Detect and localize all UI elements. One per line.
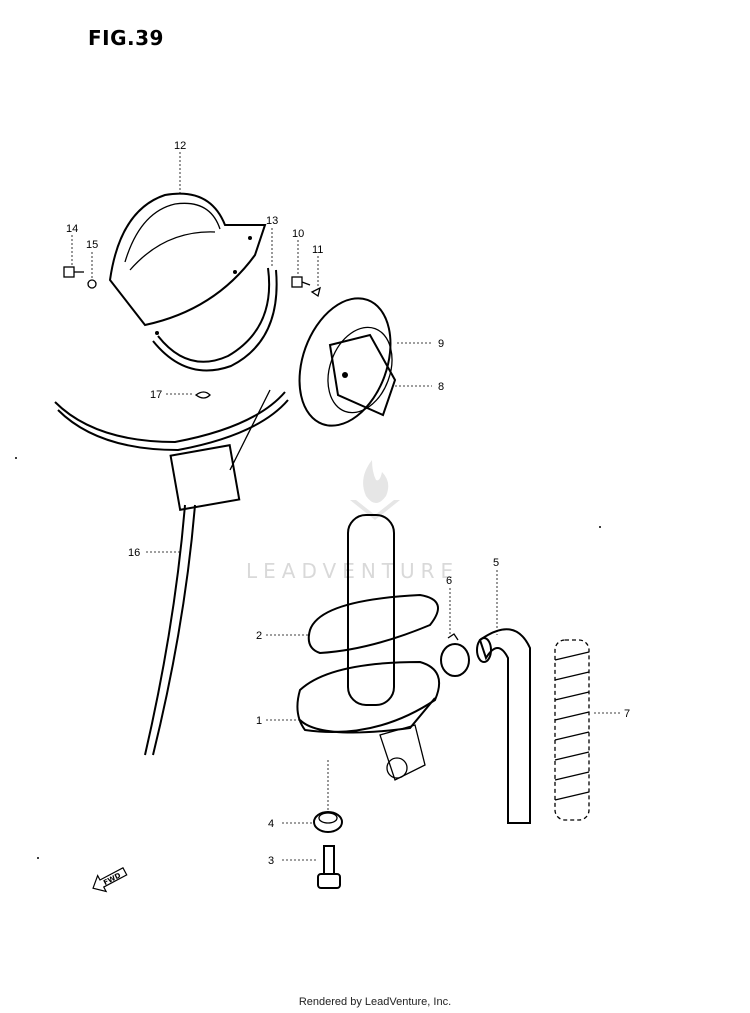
leader-lines: [71, 152, 620, 861]
callout-3: 3: [268, 855, 274, 867]
part-12-shield: [108, 192, 267, 335]
part-13-hose: [152, 267, 278, 372]
part-1-fuel-valve: [296, 514, 440, 781]
callout-14: 14: [66, 223, 78, 235]
callout-2: 2: [256, 630, 262, 642]
callout-9: 9: [438, 338, 444, 350]
callout-6: 6: [446, 575, 452, 587]
callout-8: 8: [438, 381, 444, 393]
part-6-clamp: [440, 633, 470, 677]
part-10-11-screw-washer: [291, 276, 321, 298]
callout-11: 11: [312, 244, 323, 256]
part-4-washer: [313, 811, 343, 833]
callout-16: 16: [128, 547, 140, 559]
part-7-spring: [554, 639, 590, 821]
part-8-9-gauge-plate: [298, 297, 397, 427]
watermark-text: LEADVENTURE: [246, 559, 459, 583]
forward-arrow-icon: FWD: [92, 866, 128, 893]
part-17-clip: [194, 391, 211, 399]
callout-7: 7: [624, 708, 630, 720]
callout-17: 17: [150, 389, 162, 401]
callout-4: 4: [268, 818, 274, 830]
callout-13: 13: [266, 215, 278, 227]
callout-10: 10: [292, 228, 304, 240]
part-14-15-screw-washer: [63, 266, 97, 289]
callout-1: 1: [256, 715, 262, 727]
figure-title: FIG.39: [88, 26, 164, 50]
part-5-hose: [476, 628, 531, 824]
footer-credit: Rendered by LeadVenture, Inc.: [298, 996, 452, 1008]
callout-12: 12: [174, 140, 186, 152]
part-16-fuel-line: [54, 389, 289, 756]
callouts: 1 2 3 4 5 6 7 8 9 10 11 12 13 14 15 16 1…: [66, 140, 630, 867]
part-3-bolt: [317, 845, 341, 889]
forward-label: FWD: [102, 871, 122, 887]
part-2-gasket: [307, 593, 439, 655]
callout-15: 15: [86, 239, 98, 251]
callout-5: 5: [493, 557, 499, 569]
